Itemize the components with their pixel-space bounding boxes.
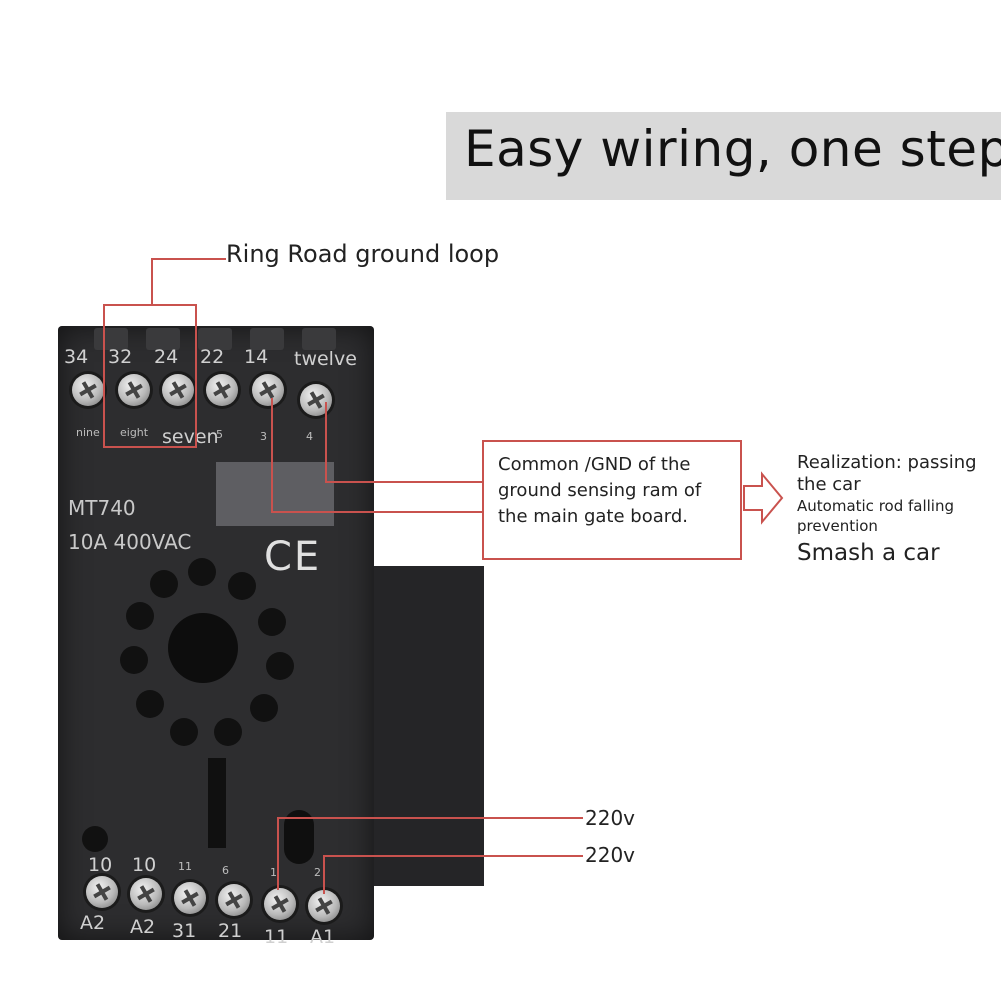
top-terminal-sub-label: eight bbox=[120, 426, 149, 439]
bottom-terminal-label: 31 bbox=[172, 920, 197, 942]
bottom-terminal-number: 10 bbox=[88, 854, 113, 876]
bottom-terminal-number: 11 bbox=[178, 860, 192, 873]
top-terminal-number: 34 bbox=[64, 346, 89, 368]
pin-hole bbox=[188, 558, 216, 586]
bottom-terminal-label: A1 bbox=[310, 926, 336, 948]
right-arrow-icon bbox=[743, 471, 784, 525]
screw-terminal-icon bbox=[218, 884, 250, 916]
screw-terminal-icon bbox=[130, 878, 162, 910]
screw-terminal-icon bbox=[308, 890, 340, 922]
pin-hole bbox=[250, 694, 278, 722]
center-key-hole bbox=[168, 613, 238, 683]
oval-hole bbox=[284, 810, 314, 864]
common-gnd-callout: Common /GND of the ground sensing ram of… bbox=[482, 440, 742, 560]
screw-terminal-icon bbox=[252, 374, 284, 406]
top-ridges bbox=[94, 328, 364, 350]
bottom-terminal-number: 10 bbox=[132, 854, 157, 876]
top-terminal-number: twelve bbox=[294, 348, 357, 370]
rating-text: 10A 400VAC bbox=[68, 530, 192, 554]
ce-mark: CE bbox=[264, 534, 322, 580]
title-banner: Easy wiring, one step bbox=[446, 112, 1001, 200]
screw-terminal-icon bbox=[264, 888, 296, 920]
screw-terminal-icon bbox=[206, 374, 238, 406]
pin-hole bbox=[214, 718, 242, 746]
mounting-slot bbox=[208, 758, 226, 848]
realization-text: Realization: passing the car bbox=[797, 452, 977, 495]
top-terminal-sub-label: 3 bbox=[260, 430, 267, 443]
pin-hole bbox=[228, 572, 256, 600]
ring-road-leader bbox=[151, 258, 226, 305]
voltage-label: 220v bbox=[585, 843, 636, 867]
relay-socket: 34 32 24 22 14 twelve nine eight seven 5… bbox=[58, 326, 484, 948]
mounting-hole bbox=[82, 826, 108, 852]
common-gnd-text: Common /GND of the ground sensing ram of… bbox=[498, 454, 702, 527]
banner-title: Easy wiring, one step bbox=[464, 120, 1001, 178]
bottom-terminal-number: 6 bbox=[222, 864, 229, 877]
pin-hole bbox=[150, 570, 178, 598]
top-terminal-number: 14 bbox=[244, 346, 269, 368]
ring-road-label: Ring Road ground loop bbox=[226, 240, 500, 268]
ridge bbox=[250, 328, 284, 350]
bottom-terminal-label: 11 bbox=[264, 926, 289, 948]
ridge bbox=[198, 328, 232, 350]
screw-terminal-icon bbox=[86, 876, 118, 908]
relay-side-rail bbox=[374, 566, 484, 886]
screw-terminal-icon bbox=[72, 374, 104, 406]
ridge bbox=[302, 328, 336, 350]
relay-body: 34 32 24 22 14 twelve nine eight seven 5… bbox=[58, 326, 374, 948]
pin-hole bbox=[136, 690, 164, 718]
pin-hole bbox=[126, 602, 154, 630]
screw-terminal-icon bbox=[300, 384, 332, 416]
pin-hole bbox=[266, 652, 294, 680]
top-terminal-sub-label: 4 bbox=[306, 430, 313, 443]
auto-rod-text: Automatic rod falling prevention bbox=[797, 497, 955, 535]
pin-hole bbox=[120, 646, 148, 674]
bottom-terminal-label: A2 bbox=[130, 916, 156, 938]
screw-terminal-icon bbox=[174, 882, 206, 914]
screw-terminal-icon bbox=[162, 374, 194, 406]
smash-car-text: Smash a car bbox=[797, 540, 940, 566]
top-terminal-sub-label: seven bbox=[162, 426, 219, 448]
bottom-terminal-label: 21 bbox=[218, 920, 243, 942]
model-number: MT740 bbox=[68, 496, 136, 520]
top-terminal-sub-label: 5 bbox=[216, 428, 223, 441]
screw-terminal-icon bbox=[118, 374, 150, 406]
bottom-terminal-number: 2 bbox=[314, 866, 321, 879]
pin-hole bbox=[170, 718, 198, 746]
top-terminal-number: 22 bbox=[200, 346, 225, 368]
pin-hole bbox=[258, 608, 286, 636]
voltage-label: 220v bbox=[585, 806, 636, 830]
top-terminal-number: 32 bbox=[108, 346, 133, 368]
top-terminal-sub-label: nine bbox=[76, 426, 100, 439]
top-terminal-number: 24 bbox=[154, 346, 179, 368]
bottom-terminal-label: A2 bbox=[80, 912, 106, 934]
label-plate bbox=[216, 462, 334, 526]
bottom-terminal-number: 1 bbox=[270, 866, 277, 879]
